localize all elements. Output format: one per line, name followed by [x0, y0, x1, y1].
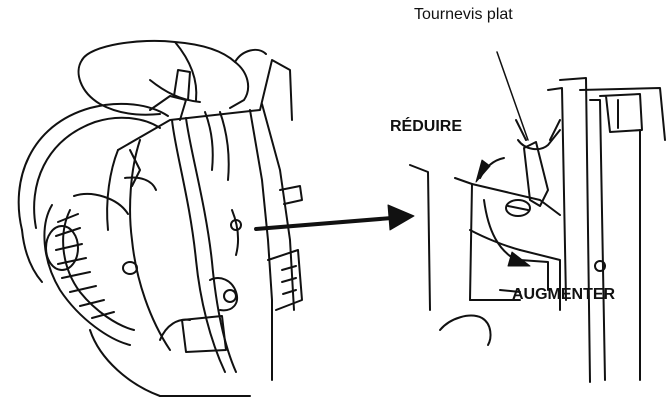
label-reduce: RÉDUIRE	[390, 118, 463, 135]
reduce-arrow-icon	[475, 157, 505, 183]
chainsaw-illustration	[17, 39, 303, 397]
increase-arrow-icon	[483, 199, 531, 267]
front-handle	[17, 102, 169, 283]
adjustment-screw-closeup	[409, 51, 666, 383]
arrow-right-icon	[254, 204, 415, 231]
starter-housing	[43, 193, 138, 346]
hand-illustration	[77, 39, 267, 116]
label-increase: AUGMENTER	[512, 286, 616, 303]
label-screwdriver: Tournevis plat	[414, 6, 513, 23]
engine-body	[89, 59, 303, 397]
screwdriver	[496, 51, 561, 207]
